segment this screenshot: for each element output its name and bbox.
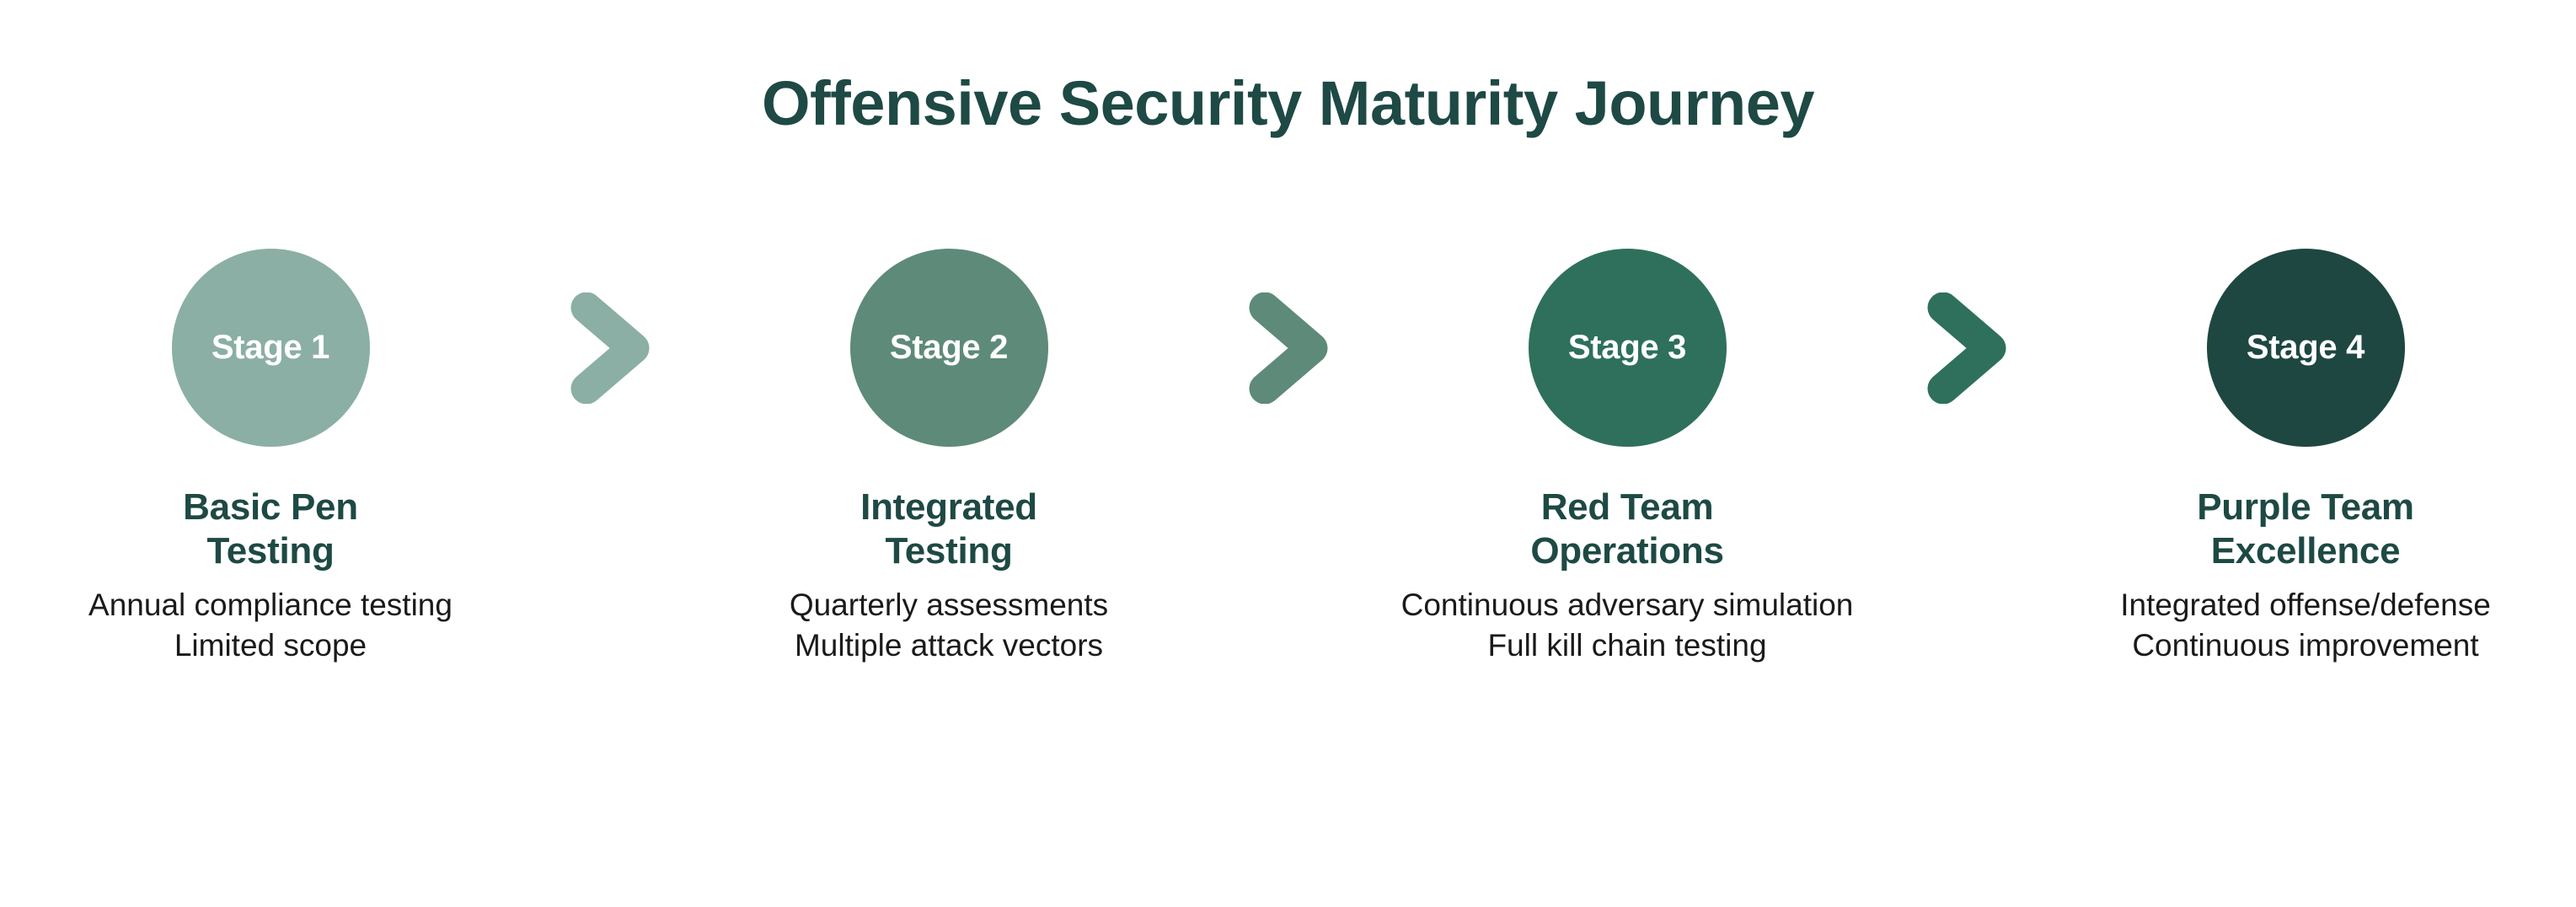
stage-badge-3[interactable]: Stage 3 bbox=[1528, 249, 1727, 447]
stage-text-3: Red Team Operations Continuous adversary… bbox=[1368, 486, 1887, 666]
stage-badge-label-3: Stage 3 bbox=[1567, 329, 1687, 366]
stage-heading-line2-2: Testing bbox=[885, 529, 1013, 572]
stage-heading-1: Basic Pen Testing bbox=[12, 486, 530, 573]
stage-badge-label-1: Stage 1 bbox=[211, 329, 330, 366]
stage-heading-4: Purple Team Excellence bbox=[2047, 486, 2565, 573]
stage-badge-4[interactable]: Stage 4 bbox=[2206, 249, 2405, 447]
chevron-right-icon bbox=[1249, 292, 1327, 404]
stage-detail-line2-2: Multiple attack vectors bbox=[794, 627, 1104, 663]
stage-heading-line2-3: Operations bbox=[1530, 529, 1724, 572]
stage-column-1: Stage 1 Basic Pen Testing Annual complia… bbox=[12, 249, 530, 666]
stage-heading-line1-3: Red Team bbox=[1540, 486, 1714, 528]
stage-heading-2: Integrated Testing bbox=[690, 486, 1208, 573]
stage-detail-line1-1: Annual compliance testing bbox=[88, 587, 453, 622]
chevron-right-icon bbox=[1927, 292, 2006, 404]
stage-detail-line1-3: Continuous adversary simulation bbox=[1400, 587, 1854, 622]
stage-column-2: Stage 2 Integrated Testing Quarterly ass… bbox=[690, 249, 1208, 666]
chevron-right-icon bbox=[570, 292, 649, 404]
stage-journey-row: Stage 1 Basic Pen Testing Annual complia… bbox=[0, 249, 2576, 666]
stage-detail-line1-2: Quarterly assessments bbox=[789, 587, 1109, 622]
stage-heading-line1-2: Integrated bbox=[860, 486, 1037, 528]
stage-badge-label-4: Stage 4 bbox=[2246, 329, 2365, 366]
stage-heading-line2-4: Excellence bbox=[2210, 529, 2401, 572]
stage-heading-line1-4: Purple Team bbox=[2197, 486, 2414, 528]
stage-connector-3 bbox=[1887, 249, 2047, 447]
stage-column-3: Stage 3 Red Team Operations Continuous a… bbox=[1368, 249, 1887, 666]
stage-heading-3: Red Team Operations bbox=[1368, 486, 1887, 573]
stage-badge-label-2: Stage 2 bbox=[889, 329, 1009, 366]
stage-connector-1 bbox=[530, 249, 690, 447]
page-title: Offensive Security Maturity Journey bbox=[761, 68, 1815, 138]
stage-detail-line2-1: Limited scope bbox=[174, 627, 367, 663]
stage-connector-2 bbox=[1208, 249, 1368, 447]
stage-detail-2: Quarterly assessments Multiple attack ve… bbox=[690, 585, 1208, 666]
stage-detail-1: Annual compliance testing Limited scope bbox=[12, 585, 530, 666]
stage-detail-line2-3: Full kill chain testing bbox=[1487, 627, 1767, 663]
stage-column-4: Stage 4 Purple Team Excellence Integrate… bbox=[2047, 249, 2565, 666]
stage-text-1: Basic Pen Testing Annual compliance test… bbox=[12, 486, 530, 666]
stage-text-2: Integrated Testing Quarterly assessments… bbox=[690, 486, 1208, 666]
stage-detail-3: Continuous adversary simulation Full kil… bbox=[1368, 585, 1887, 666]
stage-badge-1[interactable]: Stage 1 bbox=[171, 249, 370, 447]
stage-detail-4: Integrated offense/defense Continuous im… bbox=[2047, 585, 2565, 666]
stage-detail-line2-4: Continuous improvement bbox=[2132, 627, 2479, 663]
stage-heading-line1-1: Basic Pen bbox=[183, 486, 358, 528]
stage-text-4: Purple Team Excellence Integrated offens… bbox=[2047, 486, 2565, 666]
stage-heading-line2-1: Testing bbox=[206, 529, 335, 572]
stage-detail-line1-4: Integrated offense/defense bbox=[2120, 587, 2491, 622]
stage-badge-2[interactable]: Stage 2 bbox=[849, 249, 1048, 447]
